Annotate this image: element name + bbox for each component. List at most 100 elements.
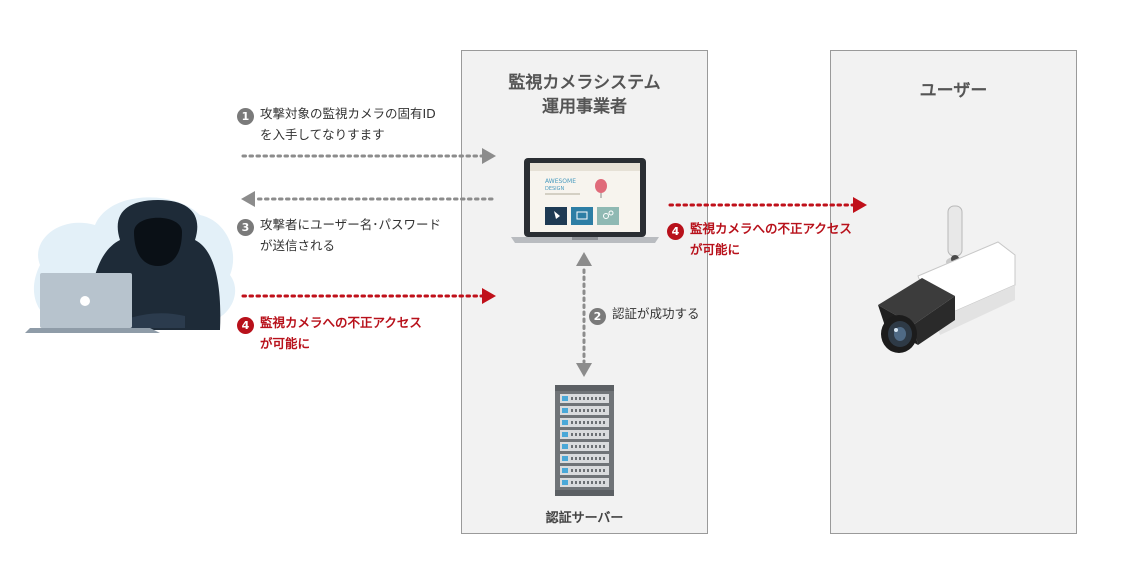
server-vent: [599, 481, 601, 484]
step4-left-number-badge: 4: [237, 317, 254, 334]
server-vent: [583, 409, 585, 412]
server-vent: [603, 397, 605, 400]
server-vent: [575, 469, 577, 472]
step2-line1: 認証が成功する: [612, 306, 700, 321]
server-vent: [599, 445, 601, 448]
operator-title-line1: 監視カメラシステム: [508, 73, 661, 93]
server-vent: [571, 397, 573, 400]
server-vent: [587, 397, 589, 400]
server-vent: [575, 433, 577, 436]
server-vent: [603, 457, 605, 460]
server-vent: [571, 433, 573, 436]
server-vent: [587, 421, 589, 424]
server-vent: [587, 445, 589, 448]
hacker-icon: [25, 197, 236, 333]
server-vent: [583, 433, 585, 436]
server-led: [562, 444, 568, 449]
server-vent: [587, 409, 589, 412]
server-vent: [587, 469, 589, 472]
server-vent: [579, 457, 581, 460]
server-vent: [575, 397, 577, 400]
server-vent: [571, 421, 573, 424]
server-icon: [555, 385, 614, 496]
server-vent: [603, 409, 605, 412]
server-vent: [579, 397, 581, 400]
server-vent: [603, 445, 605, 448]
server-vent: [587, 481, 589, 484]
server-vent: [571, 445, 573, 448]
step4-right-number-badge: 4: [667, 223, 684, 240]
server-vent: [579, 469, 581, 472]
server-vent: [591, 469, 593, 472]
server-vent: [595, 421, 597, 424]
server-vent: [583, 397, 585, 400]
step1-line2: を入手してなりすます: [260, 127, 385, 142]
server-vent: [579, 409, 581, 412]
server-vent: [579, 421, 581, 424]
server-vent: [591, 433, 593, 436]
laptop-screen-subline: DESIGN: [545, 186, 565, 192]
server-vent: [603, 481, 605, 484]
step4-left-line1: 監視カメラへの不正アクセス: [260, 315, 422, 330]
server-vent: [595, 397, 597, 400]
server-vent: [599, 457, 601, 460]
step4-right-line1: 監視カメラへの不正アクセス: [690, 221, 852, 236]
server-vent: [591, 457, 593, 460]
server-vent: [595, 445, 597, 448]
server-vent: [599, 409, 601, 412]
server-vent: [575, 445, 577, 448]
server-vent: [587, 457, 589, 460]
server-vent: [583, 469, 585, 472]
server-vent: [571, 457, 573, 460]
server-vent: [595, 481, 597, 484]
server-vent: [579, 445, 581, 448]
server-vent: [603, 421, 605, 424]
server-led: [562, 480, 568, 485]
server-vent: [603, 469, 605, 472]
step4-right-label: 4 監視カメラへの不正アクセス が可能に: [667, 219, 852, 260]
server-vent: [583, 481, 585, 484]
step4-right-line2: が可能に: [690, 242, 741, 257]
server-vent: [575, 457, 577, 460]
server-led: [562, 408, 568, 413]
arrow-step1: [241, 148, 496, 164]
server-vent: [591, 445, 593, 448]
server-vent: [575, 409, 577, 412]
server-vent: [583, 457, 585, 460]
server-vent: [591, 409, 593, 412]
step1-number-badge: 1: [237, 108, 254, 125]
server-vent: [579, 481, 581, 484]
server-vent: [599, 397, 601, 400]
server-vent: [595, 433, 597, 436]
server-led: [562, 396, 568, 401]
server-vent: [575, 481, 577, 484]
operator-title-line2: 運用事業者: [542, 97, 627, 117]
arrow-step4-right: [668, 197, 867, 213]
server-led: [562, 420, 568, 425]
server-vent: [571, 481, 573, 484]
server-vent: [591, 397, 593, 400]
server-vent: [583, 421, 585, 424]
step3-number-badge: 3: [237, 219, 254, 236]
arrow-step3: [241, 191, 494, 207]
server-vent: [571, 469, 573, 472]
server-led: [562, 456, 568, 461]
server-vent: [595, 409, 597, 412]
step3-line2: が送信される: [260, 238, 336, 253]
server-vent: [599, 421, 601, 424]
security-camera-icon: [878, 205, 1016, 353]
server-vent: [591, 421, 593, 424]
server-led: [562, 432, 568, 437]
step4-left-label: 4 監視カメラへの不正アクセス が可能に: [237, 313, 422, 354]
arrow-step4-left: [241, 288, 496, 304]
server-vent: [603, 433, 605, 436]
server-led: [562, 468, 568, 473]
laptop-icon: AWESOME DESIGN: [511, 158, 659, 243]
step2-number-badge: 2: [589, 308, 606, 325]
laptop-screen-headline: AWESOME: [545, 178, 576, 185]
server-vent: [587, 433, 589, 436]
step4-left-line2: が可能に: [260, 336, 311, 351]
server-vent: [599, 433, 601, 436]
